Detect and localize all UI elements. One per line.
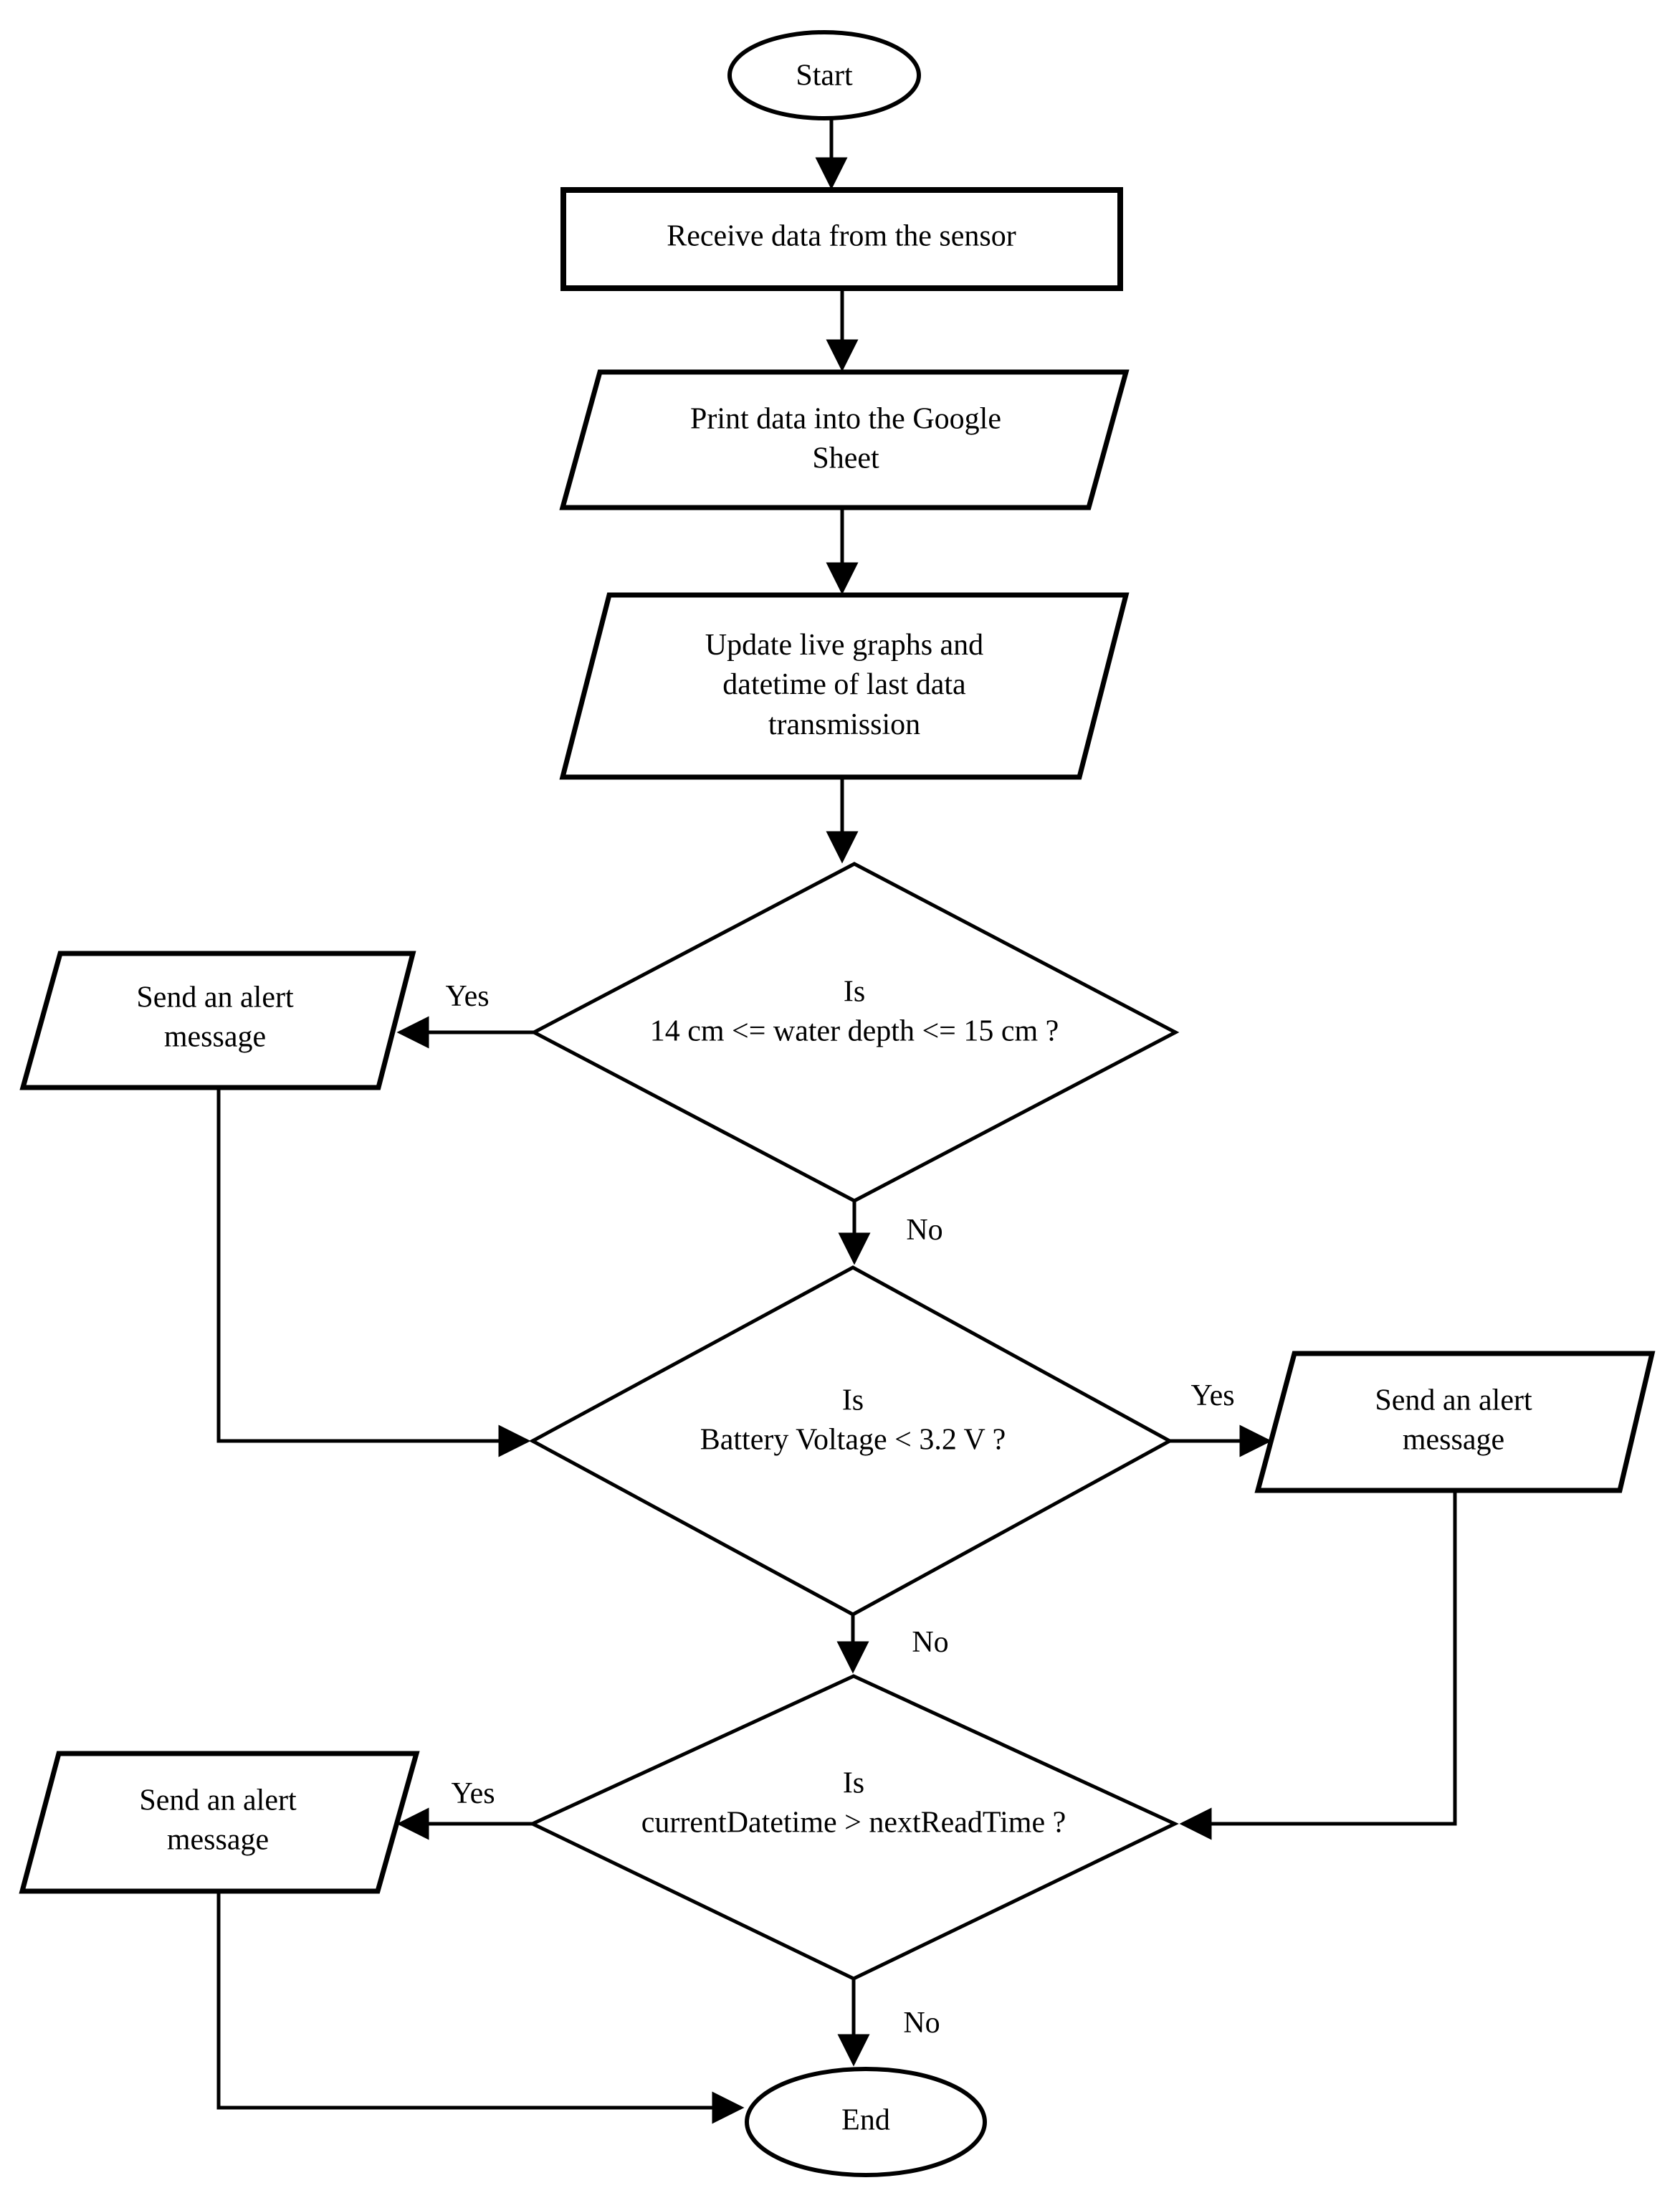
edge-label-yes-water-depth: Yes [445,980,490,1013]
datetime-decision-label: Is currentDatetime > nextReadTime ? [641,1766,1066,1840]
end-terminator-shape [745,2067,987,2177]
receive-data-process-shape [560,187,1123,291]
battery-decision-label: Is Battery Voltage < 3.2 V ? [700,1384,1006,1457]
edge-label-no-battery: No [912,1626,949,1659]
update-graphs-io-shape [559,592,1130,780]
alert-water-depth-io-shape [19,951,416,1090]
water-depth-decision-shape [530,862,1180,1203]
edge-label-no-datetime: No [903,2007,940,2040]
alert-water-depth-label: Send an alert message [136,981,294,1054]
end-label: End [841,2103,890,2137]
datetime-decision-shape [528,1674,1179,1981]
arrow-alert-battery-to-datetime-decision [1179,1490,1457,1840]
alert-battery-label: Send an alert message [1375,1384,1532,1457]
alert-datetime-io-shape [19,1751,420,1894]
arrow-alert-datetime-to-end [216,1891,745,2124]
water-depth-decision-label: Is 14 cm <= water depth <= 15 cm ? [649,975,1059,1048]
edge-label-no-water-depth: No [906,1214,943,1247]
print-sheet-label: Print data into the Google Sheet [690,402,1001,475]
battery-decision-shape [528,1265,1174,1617]
alert-battery-io-shape [1254,1351,1656,1493]
start-label: Start [796,59,853,92]
arrow-alert-water-to-battery-decision [216,1088,531,1457]
edge-label-yes-battery: Yes [1190,1379,1235,1412]
edge-label-yes-datetime: Yes [451,1777,495,1810]
receive-data-label: Receive data from the sensor [667,219,1016,253]
update-graphs-label: Update live graphs and datetime of last … [705,628,984,741]
print-sheet-io-shape [559,369,1130,510]
alert-datetime-label: Send an alert message [139,1784,297,1857]
start-terminator-shape [727,30,921,120]
